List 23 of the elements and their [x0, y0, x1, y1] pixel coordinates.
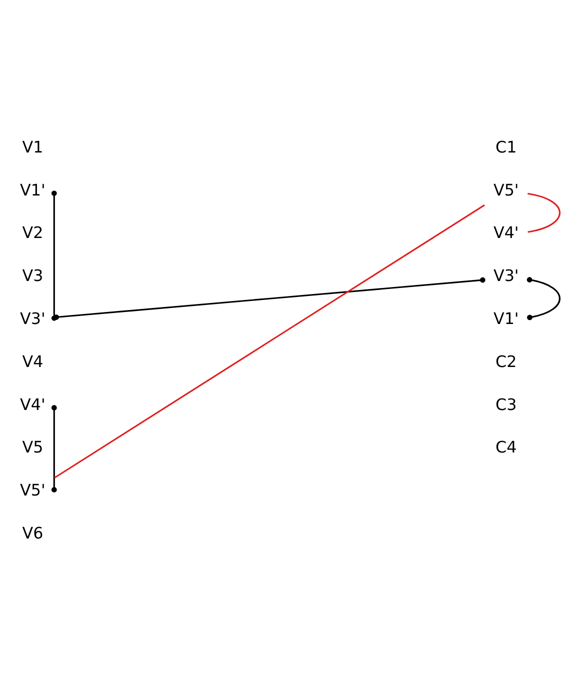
connector [54, 204, 485, 478]
node-text: V5' [20, 480, 46, 500]
label: V2 [22, 222, 44, 242]
node-text: V4' [20, 394, 46, 414]
node-text: V4' [493, 222, 519, 242]
node-text: V5' [493, 180, 519, 199]
label: C3 [496, 394, 517, 414]
connector [54, 276, 486, 320]
label: C1 [496, 136, 517, 156]
label: V5 [22, 437, 44, 456]
label: V3 [22, 266, 44, 285]
label: V6 [22, 522, 44, 542]
connector [526, 276, 560, 320]
label: C2 [496, 351, 517, 370]
node-text: V3' [20, 308, 46, 328]
connector [528, 192, 560, 232]
label: C4 [496, 437, 517, 456]
connector [51, 404, 57, 492]
node-text: V3' [493, 266, 519, 285]
label: V1 [22, 136, 44, 156]
label: V4 [22, 351, 44, 370]
node-text: V1' [493, 308, 519, 328]
node-text: V1' [20, 180, 46, 199]
